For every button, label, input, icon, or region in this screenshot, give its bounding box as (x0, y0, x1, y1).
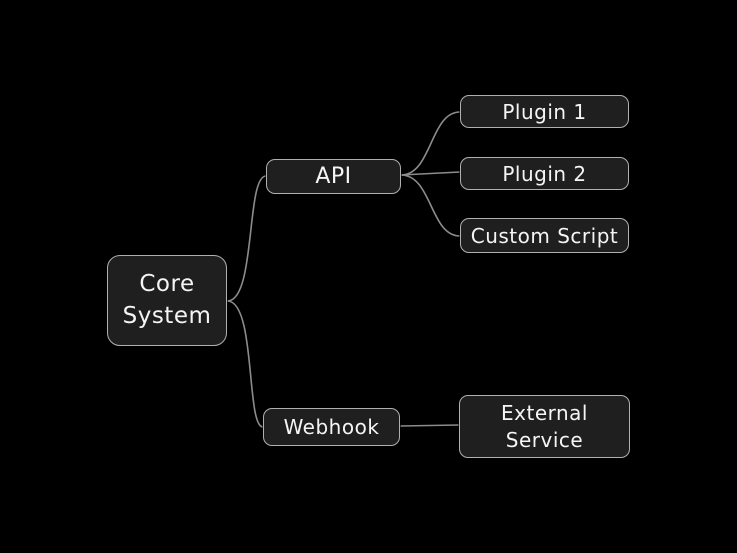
node-core-system[interactable]: Core System (107, 255, 227, 346)
node-webhook[interactable]: Webhook (263, 408, 400, 446)
node-external-service-label-line1: External (501, 400, 588, 425)
edge-webhook-external-service (399, 424, 460, 427)
node-core-system-label-line2: System (122, 302, 212, 329)
node-webhook-label: Webhook (283, 415, 380, 439)
node-core-system-label-line1: Core (139, 270, 195, 297)
node-plugin-2-label: Plugin 2 (502, 161, 587, 186)
node-api-label: API (315, 164, 352, 189)
node-plugin-1-label: Plugin 1 (502, 99, 587, 124)
edge-api-plugin2 (400, 171, 461, 176)
node-api[interactable]: API (266, 159, 401, 194)
node-custom-script-label: Custom Script (470, 223, 619, 248)
edge-core-system-webhook (227, 300, 264, 428)
edge-api-plugin1 (400, 111, 461, 176)
node-plugin-1[interactable]: Plugin 1 (460, 95, 629, 128)
node-external-service-label-line2: Service (505, 427, 584, 452)
edge-core-system-api (227, 175, 267, 302)
node-custom-script[interactable]: Custom Script (460, 218, 629, 253)
edge-api-custom-script (400, 174, 461, 237)
node-plugin-2[interactable]: Plugin 2 (460, 157, 629, 190)
node-external-service[interactable]: External Service (459, 395, 630, 458)
